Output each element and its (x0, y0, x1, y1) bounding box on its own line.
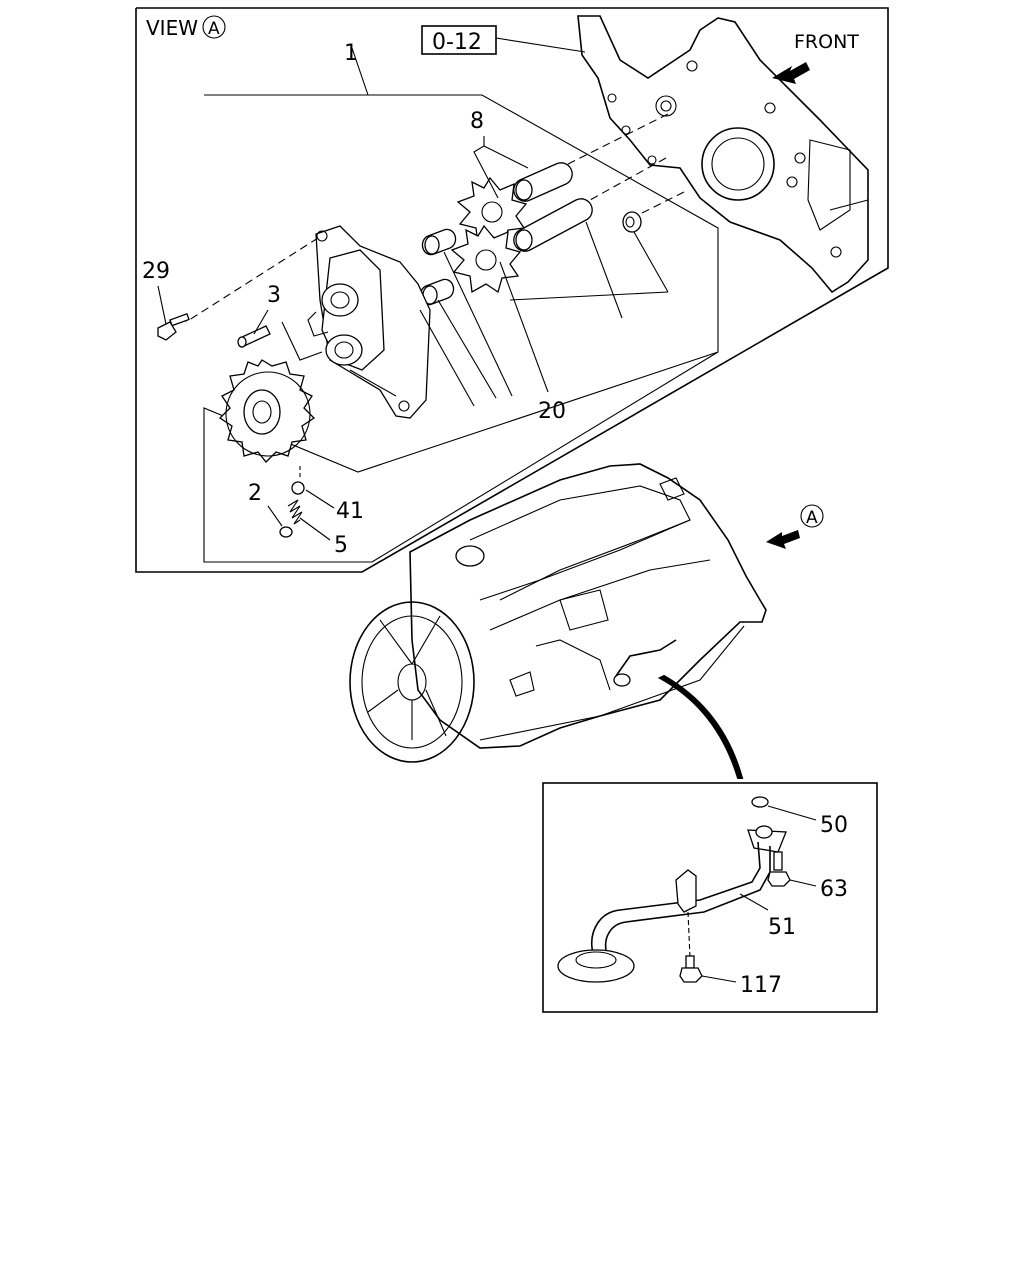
pin-3 (237, 325, 271, 348)
callout-20: 20 (538, 399, 566, 424)
shaft-8 (513, 162, 573, 202)
pump-body (307, 225, 431, 419)
callout-41: 41 (336, 499, 364, 524)
callout-117: 117 (740, 973, 782, 998)
reference-label: 0-12 (432, 30, 482, 55)
direction-a-indicator: A (766, 504, 824, 549)
callout-8: 8 (470, 109, 484, 134)
callout-3: 3 (267, 283, 281, 308)
view-arrow-icon (766, 530, 800, 549)
callout-29: 29 (142, 259, 170, 284)
bolt-63 (767, 851, 791, 887)
view-circle-letter: A (208, 19, 220, 39)
detail-box (542, 782, 878, 1013)
long-shaft (513, 198, 593, 252)
callout-2: 2 (248, 481, 262, 506)
front-label: FRONT (794, 31, 859, 53)
timing-case (577, 15, 869, 294)
bolt-117 (679, 955, 703, 983)
bushing-small-1 (421, 228, 457, 256)
oring-50 (751, 796, 769, 808)
view-a-frame: VIEW A (135, 7, 889, 573)
callout-63: 63 (820, 877, 848, 902)
oil-strainer-pipe-51 (557, 825, 787, 983)
detail-pointer (657, 674, 744, 779)
spring-5 (287, 499, 303, 525)
callout-50: 50 (820, 813, 848, 838)
plug-2 (279, 526, 293, 538)
rotor-gear-lower (450, 224, 522, 294)
engine-strainer (613, 673, 631, 687)
direction-a-letter: A (806, 508, 818, 528)
callout-1: 1 (344, 41, 358, 66)
drive-gear (218, 359, 316, 463)
front-arrow-icon (772, 62, 810, 84)
reference-box: 0-12 (421, 25, 586, 55)
engine-assembly (349, 463, 767, 763)
callout-5: 5 (334, 533, 348, 558)
engine-oil-pipe (615, 639, 677, 677)
view-label: VIEW (146, 16, 198, 40)
bolt-29 (157, 313, 190, 341)
callout-51: 51 (768, 915, 796, 940)
ball-41 (291, 481, 305, 495)
front-indicator: FRONT (772, 31, 859, 84)
bushing (622, 211, 642, 233)
assembly-1-frame (203, 94, 719, 563)
